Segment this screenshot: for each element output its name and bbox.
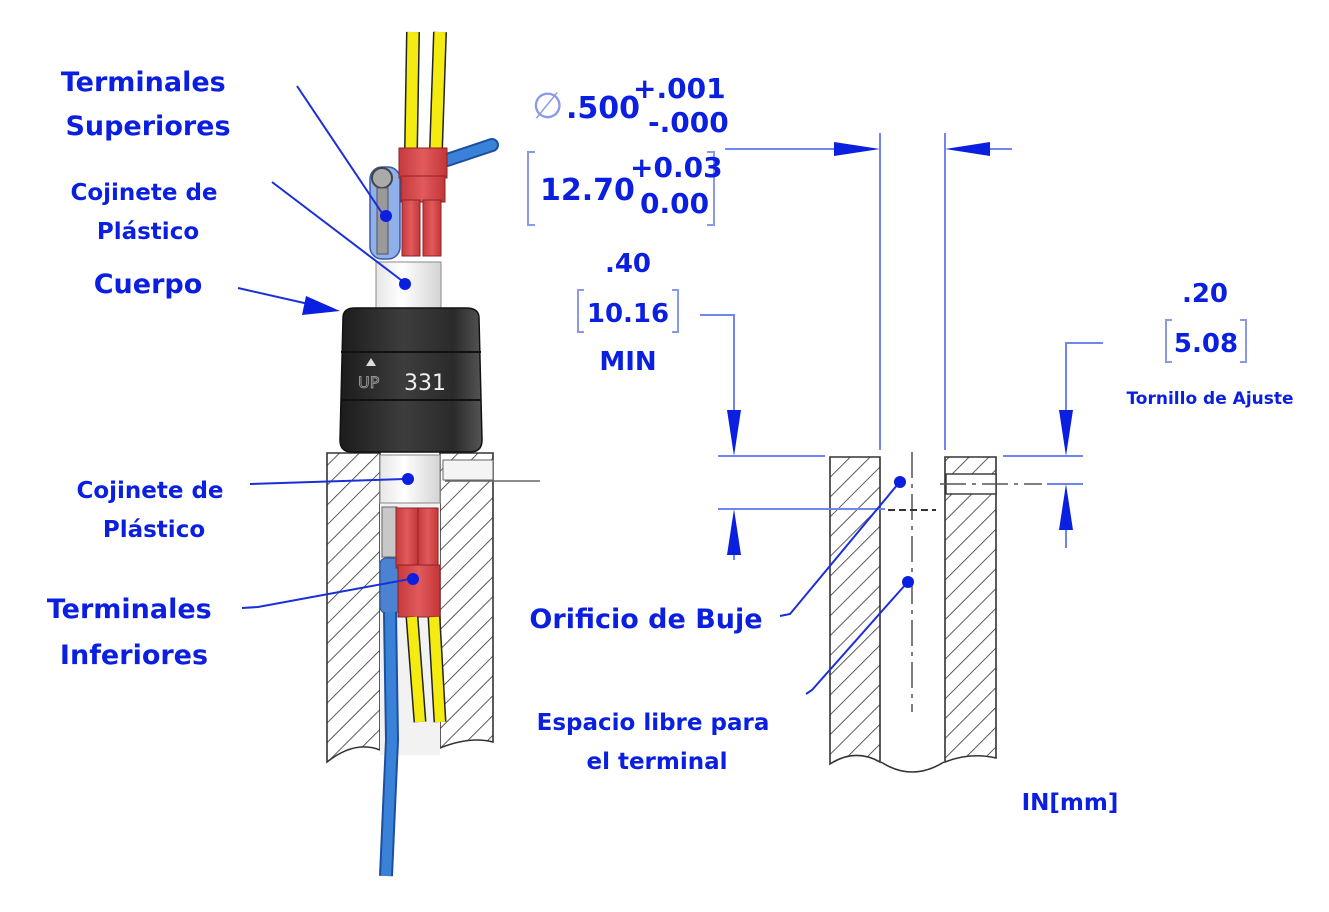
diameter-mm-tol-minus: 0.00 [640, 187, 709, 220]
up-marking: UP [358, 373, 380, 392]
part-number: 331 [404, 371, 446, 396]
label-terminales-inferiores: Terminales Inferiores [47, 594, 221, 671]
diameter-dimension [725, 133, 1012, 450]
diameter-inch-tol-minus: -.000 [648, 106, 729, 139]
left-callout-leaders [237, 85, 419, 609]
diameter-inch-tol-plus: +.001 [633, 72, 726, 105]
set-screw-mm-label: 5.08 [1174, 329, 1238, 359]
diameter-mm-label: 12.70 [540, 173, 635, 208]
up-arrow-icon [366, 358, 376, 366]
label-cuerpo: Cuerpo [94, 269, 203, 300]
set-screw-inch-label: .20 [1182, 279, 1228, 309]
label-orificio-de-buje: Orificio de Buje [529, 604, 762, 635]
depth-mm-label: 10.16 [587, 299, 669, 329]
label-espacio-libre: Espacio libre para el terminal [537, 710, 778, 775]
upper-yellow-wires [404, 31, 447, 151]
label-tornillo-de-ajuste: Tornillo de Ajuste [1126, 389, 1293, 409]
section-drawing [829, 452, 1083, 773]
units-label: IN[mm] [1022, 790, 1119, 816]
label-cojinete-inferior: Cojinete de Plástico [76, 478, 231, 543]
upper-terminals [369, 147, 448, 260]
lower-terminals [379, 506, 441, 618]
lower-wires [379, 611, 447, 877]
label-terminales-superiores: Terminales Superiores [61, 67, 235, 142]
set-screw-dimension [1003, 342, 1103, 548]
right-callout-leaders [779, 476, 914, 695]
assembly-illustration: UP 331 [326, 31, 540, 877]
diameter-mm-tol-plus: +0.03 [630, 151, 723, 184]
depth-min-dimension [700, 314, 885, 560]
depth-inch-label: .40 [605, 249, 651, 279]
bushing-body: UP 331 [339, 307, 483, 453]
diameter-inch-label: ∅ .500 [532, 86, 640, 127]
label-cojinete-superior: Cojinete de Plástico [70, 180, 225, 245]
depth-qualifier-label: MIN [599, 347, 656, 377]
